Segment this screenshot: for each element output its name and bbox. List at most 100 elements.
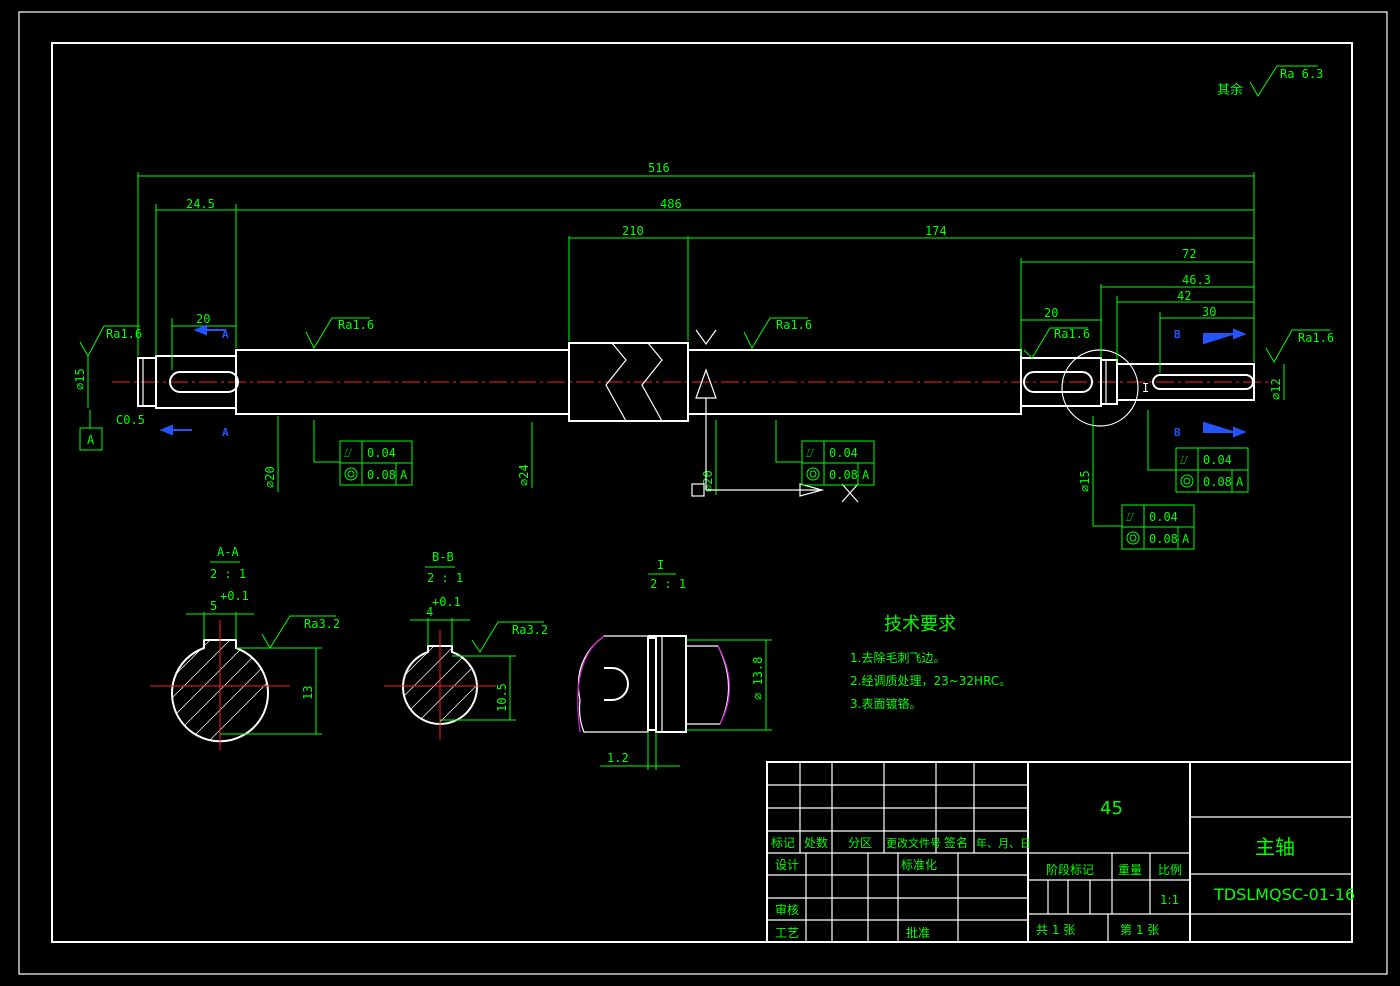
- tb-process: 工艺: [775, 926, 799, 940]
- dim-486: 486: [660, 197, 682, 211]
- roughness-body-left: Ra1.6: [338, 318, 374, 332]
- dim-phi20: ⌀20: [263, 466, 277, 488]
- tol3-datum: A: [1236, 475, 1244, 489]
- dim-20-left: 20: [196, 312, 210, 326]
- dim-phi15-left: ⌀15: [73, 368, 87, 390]
- tolerance-frame-4: ⌰ 0.04 0.08 A: [1093, 504, 1195, 550]
- detail-i: I 2 : 1 ⌀ 13.8 1.2: [577, 558, 772, 770]
- section-aa-key: 5: [210, 599, 217, 613]
- section-bb-key: 4: [426, 605, 433, 619]
- detail-i-title: I: [657, 558, 664, 572]
- dim-174: 174: [925, 224, 947, 238]
- section-b-b: B-B 2 : 1 4 +0.1 10.5 Ra3.2: [384, 550, 548, 740]
- svg-text:⌰: ⌰: [1126, 510, 1134, 524]
- inner-border: [51, 42, 1353, 943]
- section-bb-roughness: Ra3.2: [512, 623, 548, 637]
- roughness-end-right: Ra1.6: [1298, 331, 1334, 345]
- tb-header-count: 处数: [804, 835, 828, 850]
- section-bb-scale: 2 : 1: [427, 571, 463, 585]
- tech-item-1: 1.去除毛刺飞边。: [850, 650, 945, 665]
- section-b-bottom-label: B: [1174, 426, 1181, 439]
- tb-design: 设计: [775, 858, 799, 872]
- dim-30: 30: [1202, 305, 1216, 319]
- datum-a-label: A: [87, 433, 95, 447]
- general-roughness-note: 其余 Ra 6.3: [1217, 65, 1323, 98]
- dim-20-right: 20: [1044, 306, 1058, 320]
- tb-stage-mark: 阶段标记: [1046, 862, 1094, 877]
- tb-header-date: 年、月、日: [976, 836, 1031, 850]
- tb-part-name: 主轴: [1255, 835, 1295, 859]
- dim-phi12: ⌀12: [1269, 378, 1283, 400]
- section-aa-title: A-A: [217, 545, 239, 559]
- section-aa-scale: 2 : 1: [210, 567, 246, 581]
- tol4-runout: 0.04: [1149, 510, 1178, 524]
- tb-review: 审核: [775, 902, 799, 917]
- tb-sheet-no: 第 1 张: [1120, 923, 1159, 937]
- tb-standardize: 标准化: [901, 858, 937, 872]
- tol4-datum: A: [1182, 532, 1190, 546]
- diameter-dims: ⌀20 ⌀24 ⌀15 ⌀15 ⌀12 ⌀20: [73, 356, 1285, 526]
- detail-i-diameter: ⌀ 13.8: [751, 657, 765, 700]
- tol1-coax: 0.08: [367, 468, 396, 482]
- section-bb-title: B-B: [432, 550, 454, 564]
- tol3-runout: 0.04: [1203, 453, 1232, 467]
- section-a-a: A-A 2 : 1 5 +0.1 13 Ra3.2: [150, 545, 340, 750]
- tb-header-zone: 分区: [848, 836, 872, 850]
- tech-item-3: 3.表面镀铬。: [850, 696, 921, 711]
- dim-phi20-mid: ⌀20: [701, 470, 715, 492]
- tol2-datum: A: [862, 468, 870, 482]
- roughness-symbols: Ra1.6 Ra1.6 Ra1.6 Ra1.6 Ra1.6: [79, 317, 1334, 364]
- section-aa-key-tol: +0.1: [220, 589, 249, 603]
- dim-overall-length: 516: [648, 161, 670, 175]
- tech-title: 技术要求: [884, 614, 956, 635]
- detail-mark: I: [1142, 381, 1149, 395]
- tb-ratio: 1:1: [1160, 893, 1179, 907]
- dim-24-5: 24.5: [186, 197, 215, 211]
- tb-header-change-doc: 更改文件号: [886, 836, 941, 850]
- svg-text:⌰: ⌰: [1180, 453, 1188, 467]
- tb-drawing-number: TDSLMQSC-01-16: [1213, 885, 1355, 904]
- tb-material: 45: [1100, 798, 1123, 819]
- tol1-datum: A: [400, 468, 408, 482]
- tb-header-signature: 签名: [944, 835, 968, 850]
- section-aa-roughness: Ra3.2: [304, 617, 340, 631]
- section-a-bottom-label: A: [222, 426, 229, 439]
- tb-sheets: 共 1 张: [1036, 923, 1075, 937]
- tol4-coax: 0.08: [1149, 532, 1178, 546]
- dim-phi24: ⌀24: [517, 464, 531, 486]
- tol2-coax: 0.08: [829, 468, 858, 482]
- title-block: 标记 处数 分区 更改文件号 签名 年、月、日 设计 标准化 审核 工艺 批准 …: [766, 761, 1355, 943]
- section-a-top-label: A: [222, 328, 229, 341]
- section-markers: A A B B I: [159, 324, 1247, 439]
- shaft-outline: [137, 342, 1255, 427]
- tol3-coax: 0.08: [1203, 475, 1232, 489]
- tb-approve: 批准: [906, 925, 930, 940]
- tech-requirements: 技术要求 1.去除毛刺飞边。 2.经调质处理，23~32HRC。 3.表面镀铬。: [850, 614, 1011, 711]
- detail-i-groove: 1.2: [607, 751, 629, 765]
- tb-header-mark: 标记: [771, 836, 795, 850]
- section-b-top-label: B: [1174, 328, 1181, 341]
- section-aa-depth: 13: [301, 686, 315, 700]
- tech-item-2: 2.经调质处理，23~32HRC。: [850, 674, 1011, 688]
- dim-chamfer: C0.5: [116, 413, 145, 427]
- roughness-left: Ra1.6: [106, 327, 142, 341]
- tb-weight: 重量: [1118, 863, 1142, 877]
- datum-a: A: [79, 410, 103, 451]
- dimension-lines: [138, 175, 1254, 327]
- section-bb-key-tol: +0.1: [432, 595, 461, 609]
- dim-phi15-right: ⌀15: [1078, 470, 1092, 492]
- tol2-runout: 0.04: [829, 446, 858, 460]
- tolerance-frame-3: ⌰ 0.04 0.08 A: [1147, 410, 1249, 493]
- extension-lines: [137, 172, 1255, 373]
- roughness-seat-right: Ra1.6: [1054, 327, 1090, 341]
- section-bb-depth: 10.5: [495, 683, 509, 712]
- tolerance-frame-1: ⌰ 0.04 0.08 A: [313, 420, 413, 486]
- general-roughness-value: Ra 6.3: [1280, 67, 1323, 81]
- dim-210: 210: [622, 224, 644, 238]
- detail-i-scale: 2 : 1: [650, 577, 686, 591]
- tolerance-frame-2: ⌰ 0.04 0.08 A: [775, 420, 875, 486]
- tb-ratio-label: 比例: [1158, 863, 1182, 877]
- svg-text:⌰: ⌰: [806, 446, 814, 460]
- roughness-body-right: Ra1.6: [776, 318, 812, 332]
